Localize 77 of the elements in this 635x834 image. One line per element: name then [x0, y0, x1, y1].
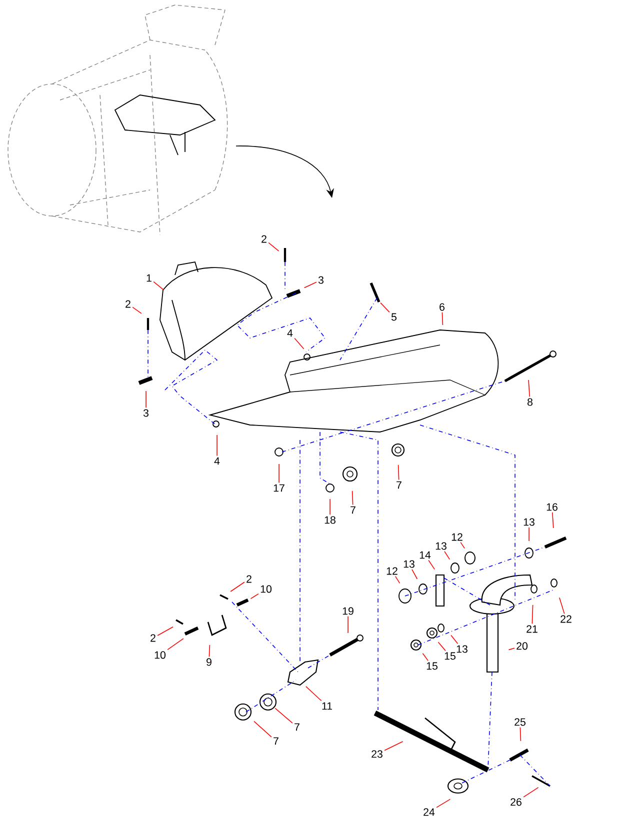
leader-line	[254, 720, 272, 738]
callout-number: 2	[126, 300, 130, 308]
leader-line	[528, 526, 530, 542]
callout-number: 7	[274, 737, 278, 745]
callout-number: 2	[262, 235, 266, 243]
leader-line	[167, 638, 184, 650]
callout-number: 21	[526, 625, 538, 633]
callout-number: 12	[452, 533, 462, 541]
callout-number: 12	[386, 567, 398, 575]
callout-number: 3	[318, 276, 324, 284]
callout-number: 4	[214, 457, 220, 465]
callout-number: 4	[287, 329, 293, 337]
callout-number: 2	[150, 634, 156, 642]
leader-line	[278, 464, 280, 484]
callout-number: 10	[154, 651, 166, 659]
leader-line	[306, 686, 322, 702]
callout-number: 5	[391, 313, 397, 321]
callout-number: 18	[324, 516, 336, 524]
callout-number: 14	[420, 551, 431, 559]
callout-number: 13	[404, 560, 414, 568]
callout-number: 1	[146, 274, 152, 282]
leader-line	[428, 560, 435, 570]
callout-number: 11	[322, 702, 332, 710]
leader-line	[268, 242, 280, 252]
leader-line	[532, 604, 534, 624]
leader-line	[157, 626, 174, 636]
callout-number: 22	[560, 615, 572, 623]
callout-number: 24	[424, 808, 435, 816]
callout-number: 6	[440, 303, 444, 311]
callout-number: 23	[372, 750, 382, 758]
callout-number: 8	[528, 398, 532, 406]
leader-line	[559, 597, 565, 614]
callout-number: 10	[260, 585, 272, 593]
callout-number: 16	[546, 503, 558, 511]
leader-line	[380, 302, 390, 313]
leader-line	[520, 726, 522, 742]
callout-number: 3	[143, 409, 148, 417]
callout-number: 13	[524, 518, 534, 526]
callout-number: 7	[350, 506, 356, 514]
callout-number: 13	[436, 542, 446, 550]
leader-line	[394, 576, 400, 584]
callout-number: 2	[246, 575, 252, 583]
callout-number: 17	[274, 484, 284, 492]
callout-number: 15	[444, 652, 456, 660]
leader-line	[216, 434, 218, 456]
leader-line	[230, 582, 245, 592]
callout-number: 7	[396, 481, 402, 489]
leader-line	[523, 787, 539, 798]
leader-line	[438, 642, 446, 652]
leader-line	[294, 338, 304, 350]
leader-line	[460, 542, 465, 549]
leader-line	[508, 648, 515, 650]
leader-line	[398, 464, 400, 480]
leader-line	[442, 312, 444, 326]
leader-line	[250, 593, 259, 600]
leader-line	[528, 380, 530, 398]
callout-number: 19	[342, 607, 354, 615]
leader-line	[274, 708, 293, 724]
leader-line	[552, 512, 554, 528]
callout-number: 9	[206, 658, 212, 666]
leader-line	[208, 644, 210, 658]
callout-number: 7	[294, 723, 300, 731]
leader-line	[444, 550, 450, 560]
callout-number: 26	[510, 798, 522, 806]
leader-line	[422, 653, 428, 662]
callout-number: 15	[426, 662, 438, 670]
leader-line	[412, 568, 418, 580]
callout-number: 25	[514, 718, 526, 726]
leader-line	[132, 306, 142, 314]
leader-line	[304, 282, 317, 288]
leader-line	[384, 741, 404, 751]
callout-number: 20	[516, 642, 528, 650]
callout-number: 13	[456, 645, 468, 653]
leader-line	[436, 798, 451, 808]
leader-line	[153, 281, 164, 290]
leader-line	[450, 634, 458, 644]
leader-line	[352, 490, 354, 506]
